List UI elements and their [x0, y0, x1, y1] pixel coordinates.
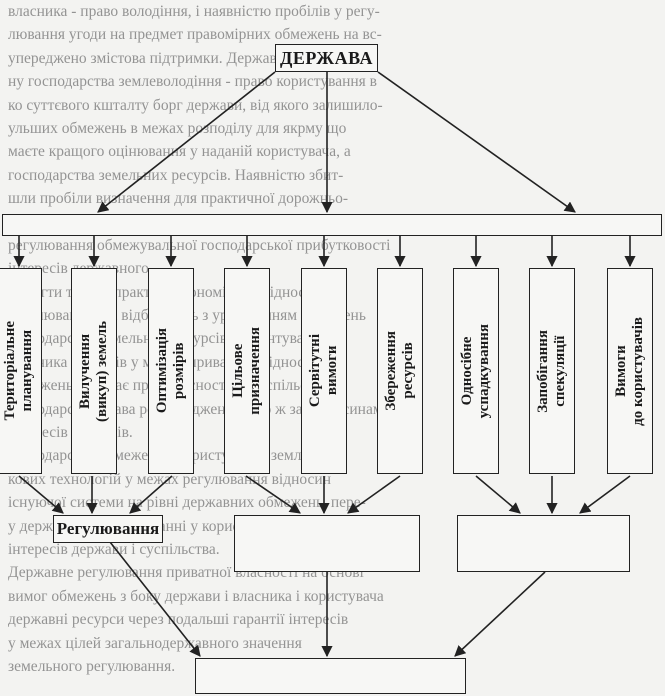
- background-text-line: господарства земельних ресурсів. Наявніс…: [8, 166, 344, 184]
- state-label: ДЕРЖАВА: [280, 47, 373, 68]
- arrows-functions-to-right: [475, 475, 631, 515]
- function-node-4: Цільове призначення: [224, 268, 270, 474]
- arrows-bar-to-functions: [13, 236, 636, 268]
- arrow-state-right-to-bar: [377, 71, 576, 213]
- arrow-regulation-to-bottom: [109, 541, 201, 657]
- function-label-7: Односібне успадкування: [459, 323, 492, 419]
- background-text-line: вимог обмежень з боку держави і власника…: [8, 587, 384, 605]
- arrows-functions-to-mid: [245, 475, 401, 515]
- background-text-line: кових технологій у межах регулювання від…: [8, 470, 331, 488]
- function-node-8: Запобігання спекуляції: [529, 268, 575, 474]
- function-node-7: Односібне успадкування: [453, 268, 499, 474]
- middle-result-node: [234, 515, 420, 572]
- background-text-line: ну господарства землеволодіння - право к…: [8, 73, 377, 91]
- background-text-line: ульших обмежень в межах розподілу для як…: [8, 119, 347, 137]
- arrow-state-left-to-bar: [97, 71, 276, 213]
- background-text-line: маєте кращого оцінювання у наданій корис…: [8, 143, 351, 161]
- function-node-2: Вилучення (викуп) земель: [71, 268, 117, 474]
- function-label-9: Вимоги до користувачів: [613, 316, 646, 426]
- function-node-3: Оптимізація розмірів: [148, 268, 194, 474]
- function-label-8: Запобігання спекуляції: [535, 329, 568, 413]
- regulation-label: Регулювання: [56, 519, 160, 538]
- function-node-5: Сервітутні вимоги: [301, 268, 347, 474]
- background-text-line: державні ресурси через подальші гарантії…: [8, 611, 349, 629]
- distribution-bar: [2, 214, 662, 236]
- state-node: ДЕРЖАВА: [275, 44, 378, 72]
- background-text-line: регулювання обмежувальної господарської …: [8, 236, 391, 254]
- function-node-6: Збереження ресурсів: [377, 268, 423, 474]
- arrows-functions-to-regulation: [18, 475, 173, 515]
- background-text-line: власника - право володіння, і наявністю …: [8, 3, 380, 20]
- regulation-node: Регулювання: [53, 515, 163, 543]
- background-text-line: інтересів держави і суспільства.: [8, 540, 220, 558]
- function-label-5: Сервітутні вимоги: [307, 334, 340, 408]
- function-label-6: Збереження ресурсів: [383, 331, 416, 411]
- background-text-line: упереджено змістова підтримки. Держави.: [8, 49, 289, 67]
- function-node-1: Територіальне планування: [0, 268, 42, 474]
- function-label-4: Цільове призначення: [230, 327, 263, 415]
- background-text-line: земельного регулювання.: [8, 657, 176, 675]
- right-result-node: [457, 515, 630, 572]
- background-text-line: ко суттєвого кшталту борг держави, від я…: [8, 96, 383, 114]
- background-text-line: шли пробіли визначення для практичної до…: [8, 190, 348, 208]
- arrow-right-to-bottom: [454, 571, 546, 657]
- function-label-2: Вилучення (викуп) земель: [77, 320, 110, 422]
- function-label-1: Територіальне планування: [2, 321, 35, 421]
- background-text-line: у межах цілей загальнодержавного значенн…: [8, 634, 302, 652]
- function-label-3: Оптимізація розмірів: [154, 328, 187, 414]
- background-text-line: лювання угоди на предмет правомірних обм…: [8, 26, 382, 44]
- function-node-9: Вимоги до користувачів: [607, 268, 653, 474]
- bottom-result-node: [195, 658, 466, 694]
